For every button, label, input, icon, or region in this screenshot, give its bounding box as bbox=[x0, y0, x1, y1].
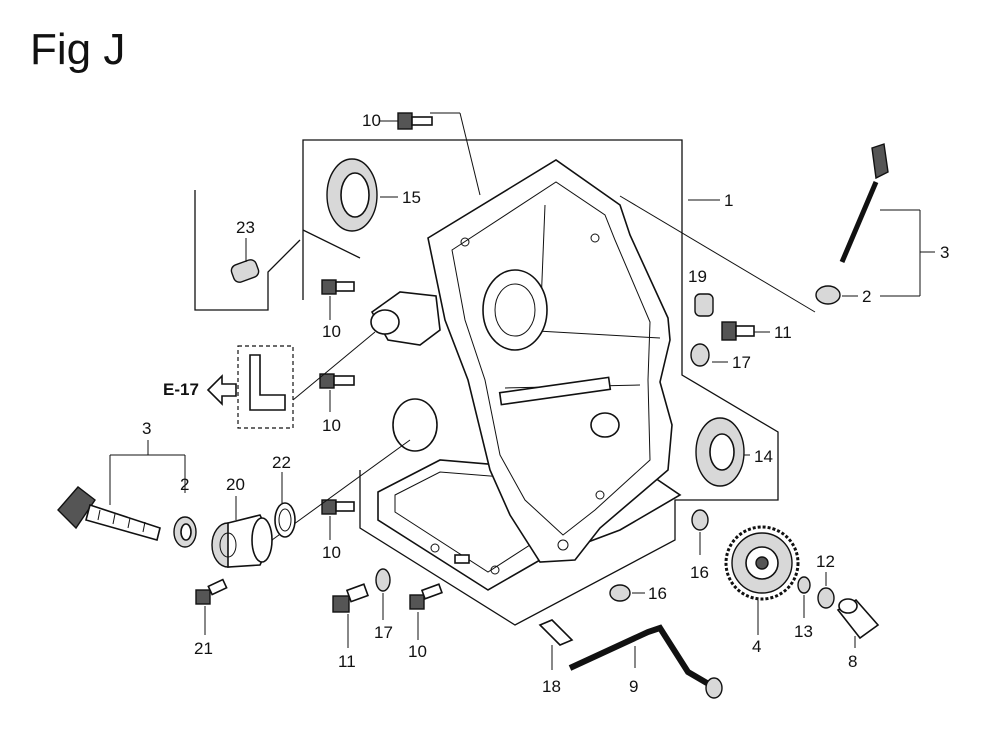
washer-16-right bbox=[691, 509, 709, 555]
o-ring-2-right bbox=[619, 195, 858, 313]
callout-10-a: 10 bbox=[322, 322, 341, 341]
callout-11-right: 11 bbox=[774, 323, 792, 342]
callout-17-bottom: 17 bbox=[374, 623, 393, 642]
bolt-11-right bbox=[721, 321, 770, 341]
callout-2-left: 2 bbox=[180, 475, 189, 494]
cam-gear-4 bbox=[724, 525, 800, 635]
callout-9: 9 bbox=[629, 677, 638, 696]
washer-12 bbox=[817, 572, 835, 609]
dowel-pin-23 bbox=[230, 238, 260, 283]
callout-17-right: 17 bbox=[732, 353, 751, 372]
callout-18: 18 bbox=[542, 677, 561, 696]
flange-bolt-10-c bbox=[321, 499, 355, 540]
drain-bolt-11-bottom bbox=[332, 583, 369, 648]
callout-10-c: 10 bbox=[322, 543, 341, 562]
callout-12: 12 bbox=[816, 552, 835, 571]
flange-bolt-10-bottom bbox=[409, 583, 443, 640]
callout-3-right: 3 bbox=[940, 243, 949, 262]
callout-3-left: 3 bbox=[142, 419, 151, 438]
crankcase bbox=[370, 159, 682, 591]
callout-2-right: 2 bbox=[862, 287, 871, 306]
callout-21: 21 bbox=[194, 639, 213, 658]
callout-1: 1 bbox=[724, 191, 733, 210]
callout-10-b: 10 bbox=[322, 416, 341, 435]
dipstick-assembly-right bbox=[839, 143, 935, 297]
callout-20: 20 bbox=[226, 475, 245, 494]
gasket-22 bbox=[274, 472, 296, 538]
flange-bolt-10-a bbox=[321, 279, 355, 320]
oil-filler-cap-left bbox=[57, 440, 186, 541]
dowel-pin-19 bbox=[694, 293, 714, 317]
callout-13: 13 bbox=[794, 622, 813, 641]
oil-filler-neck-20 bbox=[211, 439, 411, 568]
shaft-8 bbox=[836, 598, 880, 648]
callout-22: 22 bbox=[272, 453, 291, 472]
bolt-21 bbox=[195, 578, 228, 635]
callout-15: 15 bbox=[402, 188, 421, 207]
governor-arm-9 bbox=[568, 624, 723, 699]
oil-seal-15 bbox=[326, 158, 398, 232]
pin-13 bbox=[797, 576, 811, 618]
callout-4: 4 bbox=[752, 637, 761, 656]
bearing-14 bbox=[695, 417, 750, 487]
callout-16-bottom: 16 bbox=[648, 584, 667, 603]
washer-17-right bbox=[690, 343, 728, 367]
flange-bolt-10-top bbox=[380, 112, 433, 130]
flange-bolt-10-b bbox=[319, 373, 355, 412]
figure-title: Fig J bbox=[30, 25, 125, 74]
callout-16-right: 16 bbox=[690, 563, 709, 582]
washer-16-bottom bbox=[609, 584, 645, 602]
callout-14: 14 bbox=[754, 447, 773, 466]
callout-19: 19 bbox=[688, 267, 707, 286]
callout-10-bottom: 10 bbox=[408, 642, 427, 661]
reference-e17: E-17 bbox=[163, 331, 376, 429]
assembly-outline bbox=[194, 139, 779, 626]
o-ring-2-left bbox=[173, 516, 197, 548]
clip-18 bbox=[538, 619, 574, 670]
callout-8: 8 bbox=[848, 652, 857, 671]
callout-10-top: 10 bbox=[362, 111, 381, 130]
callout-23: 23 bbox=[236, 218, 255, 237]
callout-11-bottom: 11 bbox=[338, 652, 356, 671]
reference-label: E-17 bbox=[163, 380, 199, 399]
washer-17-bottom bbox=[375, 568, 391, 620]
